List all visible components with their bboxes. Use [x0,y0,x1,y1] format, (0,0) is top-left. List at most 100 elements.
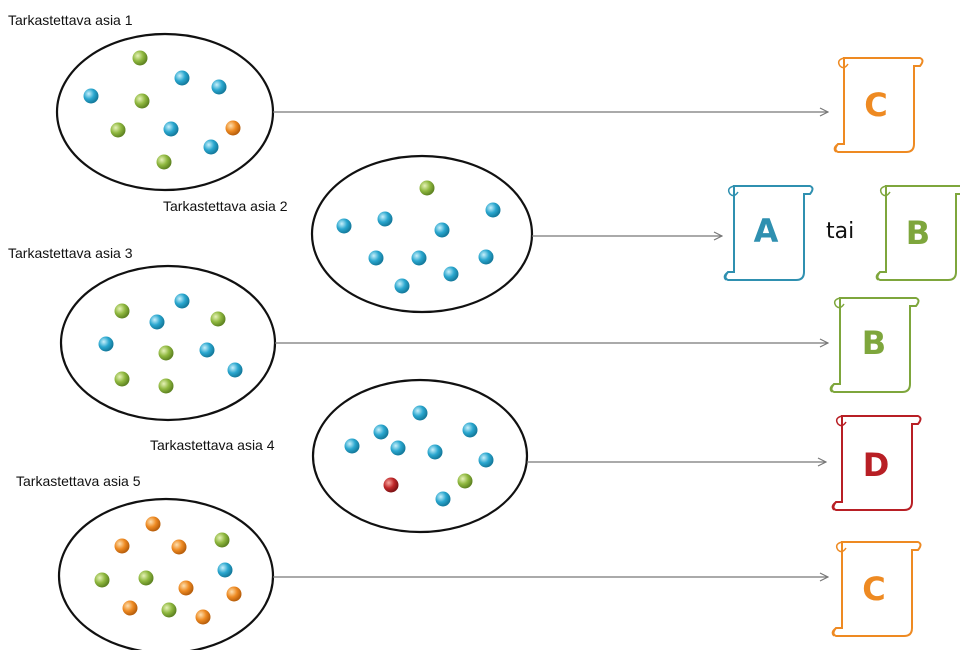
green-dot [214,532,230,548]
green-dot [210,311,226,327]
orange-dot [178,580,194,596]
blue-dot [443,266,459,282]
item-4-label: Tarkastettava asia 4 [150,437,275,453]
blue-dot [83,88,99,104]
orange-dot [171,539,187,555]
blue-dot [174,293,190,309]
item-5-label: Tarkastettava asia 5 [16,473,141,489]
grade-card-c: C [833,57,924,153]
blue-dot [368,250,384,266]
orange-dot [225,120,241,136]
blue-dot [390,440,406,456]
grade-card-b: B [875,185,960,281]
item-4-ellipse [311,378,529,534]
item-3: Tarkastettava asia 3 B [8,245,920,422]
scroll-icon [832,541,922,637]
scroll-icon [830,297,920,393]
blue-dot [98,336,114,352]
grade-card-c: C [831,541,922,637]
item-3-dots [98,293,243,394]
scroll-curl-icon [875,271,881,281]
blue-dot [411,250,427,266]
blue-dot [435,491,451,507]
item-1-dots [83,50,241,170]
item-5: Tarkastettava asia 5 C [16,473,922,650]
green-dot [158,378,174,394]
green-dot [158,345,174,361]
scroll-curl-icon [831,627,837,637]
green-dot [457,473,473,489]
orange-dot [145,516,161,532]
item-4: Tarkastettava asia 4 D [150,378,922,534]
grade-card-b: B [829,297,920,393]
item-5-ellipse [57,497,275,650]
blue-dot [478,452,494,468]
green-dot [114,303,130,319]
blue-dot [478,249,494,265]
blue-dot [462,422,478,438]
green-dot [134,93,150,109]
orange-dot [114,538,130,554]
orange-dot [195,609,211,625]
green-dot [161,602,177,618]
item-1: Tarkastettava asia 1 C [8,12,924,192]
item-2-dots [336,180,501,294]
scroll-curl-icon [829,383,835,393]
green-dot [138,570,154,586]
scroll-curl-icon [723,271,729,281]
blue-dot [373,424,389,440]
blue-dot [163,121,179,137]
orange-dot [122,600,138,616]
green-dot [419,180,435,196]
blue-dot [434,222,450,238]
scroll-curl-icon [727,185,739,197]
grade-card-a: A [723,185,814,281]
blue-dot [412,405,428,421]
grade-letter: B [906,214,930,252]
scroll-icon [724,185,814,281]
scroll-curl-icon [835,415,847,427]
grade-letter: B [862,324,886,362]
grade-letter: C [864,86,887,124]
red-dot [383,477,399,493]
blue-dot [203,139,219,155]
item-3-label: Tarkastettava asia 3 [8,245,133,261]
scroll-icon [832,415,922,511]
blue-dot [485,202,501,218]
blue-dot [227,362,243,378]
blue-dot [199,342,215,358]
grade-card-d: D [831,415,922,511]
scroll-curl-icon [835,541,847,553]
blue-dot [427,444,443,460]
item-2: Tarkastettava asia 2 A tai B [163,154,960,314]
orange-dot [226,586,242,602]
grade-letter: A [754,212,779,250]
item-1-label: Tarkastettava asia 1 [8,12,133,28]
blue-dot [174,70,190,86]
blue-dot [336,218,352,234]
item-5-dots [94,516,242,625]
scroll-icon [876,185,960,281]
grade-letter: D [863,446,890,484]
green-dot [110,122,126,138]
green-dot [114,371,130,387]
scroll-curl-icon [833,143,839,153]
blue-dot [217,562,233,578]
scroll-curl-icon [831,501,837,511]
or-word: tai [826,219,854,244]
item-2-label: Tarkastettava asia 2 [163,198,288,214]
blue-dot [394,278,410,294]
item-3-ellipse [59,264,277,422]
item-2-ellipse [310,154,534,314]
blue-dot [211,79,227,95]
green-dot [132,50,148,66]
grade-letter: C [862,570,885,608]
scroll-curl-icon [879,185,891,197]
blue-dot [377,211,393,227]
green-dot [94,572,110,588]
scroll-icon [834,57,924,153]
scroll-curl-icon [837,57,849,69]
scroll-curl-icon [833,297,845,309]
item-4-dots [344,405,494,507]
